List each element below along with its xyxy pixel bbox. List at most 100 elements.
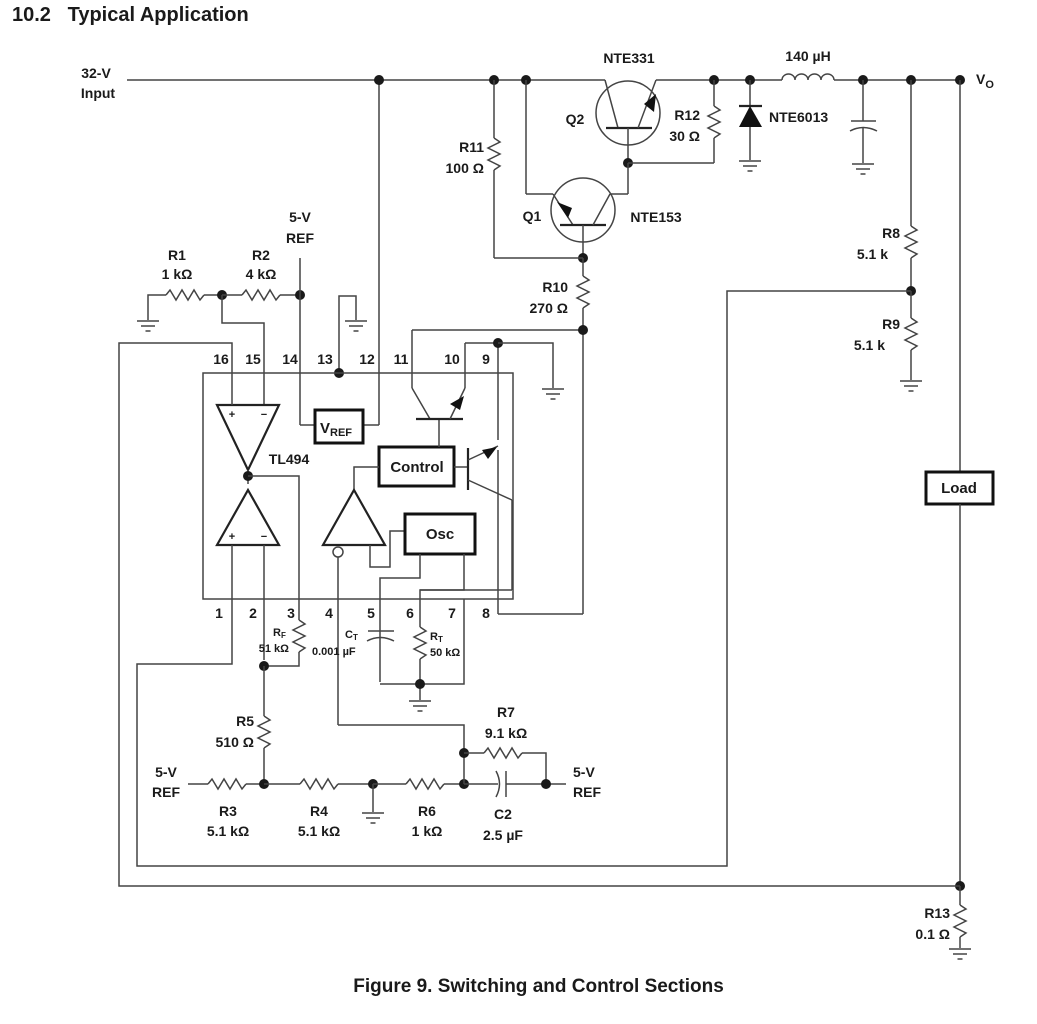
ic-name-label: TL494 — [269, 451, 310, 467]
resistor-r6 — [373, 777, 464, 791]
r3-ref: R3 — [219, 803, 237, 819]
resistor-rf — [264, 619, 307, 667]
pin-label: 10 — [444, 351, 460, 367]
pin6-wire — [419, 554, 465, 627]
tl494-ic-outline — [202, 372, 514, 600]
r8-ref: R8 — [882, 225, 900, 241]
r7-ref: R7 — [497, 704, 515, 720]
q2-ref-label: Q2 — [566, 111, 585, 127]
resistor-r12 — [628, 75, 722, 164]
output-label: VO — [976, 71, 994, 91]
junction-dot — [578, 325, 588, 335]
r4-value: 5.1 kΩ — [298, 823, 340, 839]
ref-left-line1: 5-V — [155, 764, 177, 780]
r1-ref: R1 — [168, 247, 186, 263]
osc-block — [403, 512, 477, 556]
opamp-minus: − — [261, 531, 267, 543]
output-capacitor — [849, 75, 878, 175]
pin-label: 9 — [482, 351, 490, 367]
emitter-arrow-icon — [557, 202, 572, 218]
r12-ref: R12 — [674, 107, 700, 123]
vref-block — [313, 408, 365, 445]
emitter-arrow-icon — [644, 94, 656, 112]
pin-label: 8 — [482, 605, 490, 621]
rf-value: 51 kΩ — [259, 643, 289, 655]
r12-value: 30 Ω — [669, 128, 700, 144]
input-label-line2: Input — [81, 85, 116, 101]
r6-value: 1 kΩ — [412, 823, 443, 839]
resistor-r4 — [264, 777, 373, 791]
r6-ref: R6 — [418, 803, 436, 819]
resistor-r1 — [136, 288, 222, 332]
q1-part-label: NTE153 — [630, 209, 682, 225]
r5-ref: R5 — [236, 713, 254, 729]
pin-label: 6 — [406, 605, 414, 621]
junction-dot — [541, 779, 551, 789]
q1-ref-label: Q1 — [523, 208, 542, 224]
r13-ref: R13 — [924, 905, 950, 921]
r10-value: 270 Ω — [530, 300, 568, 316]
opamp-minus: − — [261, 409, 267, 421]
pin-label: 3 — [287, 605, 295, 621]
input-rail — [127, 79, 598, 426]
resistor-r2 — [222, 288, 300, 302]
r2-ref: R2 — [252, 247, 270, 263]
pin15-wire — [221, 295, 265, 405]
r13-value: 0.1 Ω — [915, 926, 950, 942]
pin-label: 12 — [359, 351, 375, 367]
pin-label: 13 — [317, 351, 333, 367]
opamp-plus: + — [229, 409, 235, 421]
resistor-r11 — [486, 80, 583, 259]
pin13-wire — [338, 295, 357, 373]
pin-label: 7 — [448, 605, 456, 621]
rt-ref: RT — [430, 631, 443, 644]
r3-value: 5.1 kΩ — [207, 823, 249, 839]
control-wire — [353, 466, 379, 490]
pin-label: 5 — [367, 605, 375, 621]
pin-label: 4 — [325, 605, 333, 621]
r5-value: 510 Ω — [216, 734, 254, 750]
pin-label: 11 — [394, 351, 409, 367]
r1-value: 1 kΩ — [162, 266, 193, 282]
rf-ref: RF — [273, 627, 286, 640]
r9-value: 5.1 k — [854, 337, 885, 353]
resistor-r13 — [948, 886, 972, 960]
resistor-r8 — [903, 80, 919, 291]
r4-ref: R4 — [310, 803, 328, 819]
q2-part-label: NTE331 — [603, 50, 655, 66]
pin-label: 2 — [249, 605, 257, 621]
ct-value: 0.001 µF — [312, 646, 356, 658]
pin-label: 16 — [213, 351, 229, 367]
section-title: 10.2 Typical Application — [12, 4, 249, 26]
pin9-ground-wire — [498, 342, 554, 388]
capacitor-c2 — [464, 770, 566, 798]
junction-dot — [415, 679, 425, 689]
capacitor-ct — [366, 630, 395, 642]
control-label: Control — [390, 459, 443, 476]
ref-left-line2: REF — [152, 784, 180, 800]
error-amplifier-1 — [215, 388, 281, 484]
r9-ref: R9 — [882, 316, 900, 332]
figure-caption: Figure 9. Switching and Control Sections — [353, 976, 724, 997]
pin-label: 1 — [215, 605, 223, 621]
r11-ref: R11 — [459, 139, 484, 155]
ref-top-line2: REF — [286, 230, 314, 246]
l1-value: 140 µH — [785, 48, 830, 64]
ref-top-line1: 5-V — [289, 209, 311, 225]
input-label-line1: 32-V — [81, 65, 111, 81]
pin5-wire — [379, 554, 421, 682]
pin4-wire — [338, 724, 465, 784]
ref-right-line1: 5-V — [573, 764, 595, 780]
c2-ref: C2 — [494, 806, 512, 822]
ct-ref: CT — [345, 629, 358, 642]
r2-value: 4 kΩ — [246, 266, 277, 282]
d1-part-label: NTE6013 — [769, 109, 828, 125]
opamp-plus: + — [229, 531, 235, 543]
resistor-r3 — [188, 777, 264, 791]
osc-label: Osc — [426, 526, 454, 543]
inductor-l1 — [781, 72, 835, 82]
dead-time-comparator — [321, 487, 405, 725]
resistor-r9 — [899, 291, 923, 392]
r8-value: 5.1 k — [857, 246, 888, 262]
